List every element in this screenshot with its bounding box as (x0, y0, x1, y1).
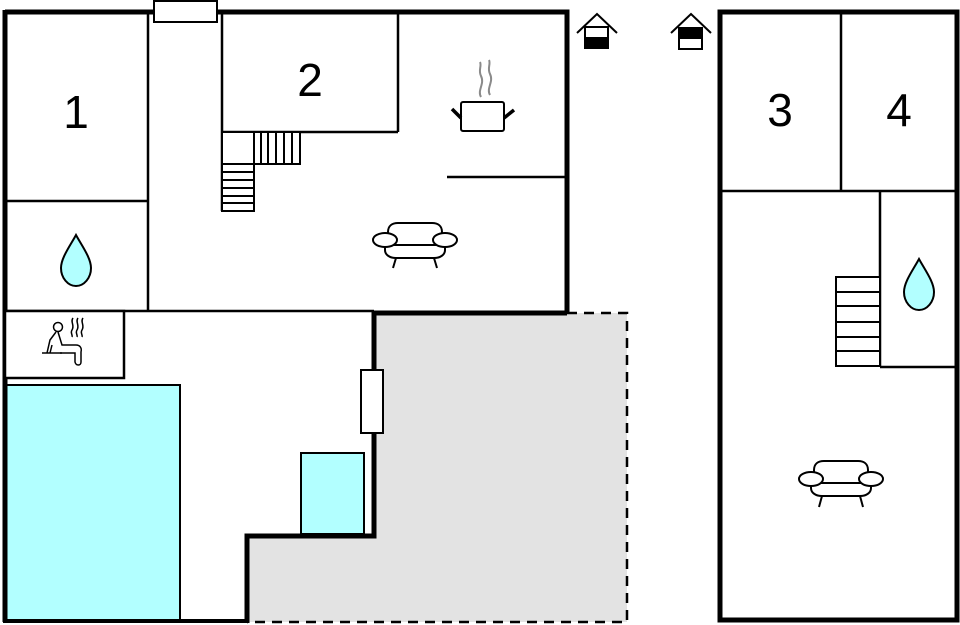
ground-floor-house-icon (576, 12, 618, 49)
terrace (247, 313, 627, 622)
kitchen-icon (450, 59, 516, 132)
whirlpool (300, 452, 365, 535)
bathroom-icon-upper (902, 256, 936, 312)
upper-floor-house-icon (670, 12, 712, 50)
room-label-1: 1 (63, 86, 89, 138)
living-room-icon (372, 222, 458, 269)
pool (4, 384, 181, 623)
staircase-upper (835, 276, 881, 367)
terrace-wall (244, 310, 567, 623)
room-label-3: 3 (767, 84, 793, 136)
room-label-2: 2 (297, 54, 323, 106)
room-label-4: 4 (886, 84, 912, 136)
upper-floor: 3 4 (717, 9, 960, 623)
door-terrace (360, 369, 384, 434)
living-room-icon-upper (798, 460, 884, 508)
sauna-icon (42, 317, 84, 366)
ground-floor: 1 2 (2, 0, 629, 624)
window-top (153, 0, 218, 23)
staircase-ground (221, 131, 301, 212)
bathroom-icon (59, 232, 93, 288)
